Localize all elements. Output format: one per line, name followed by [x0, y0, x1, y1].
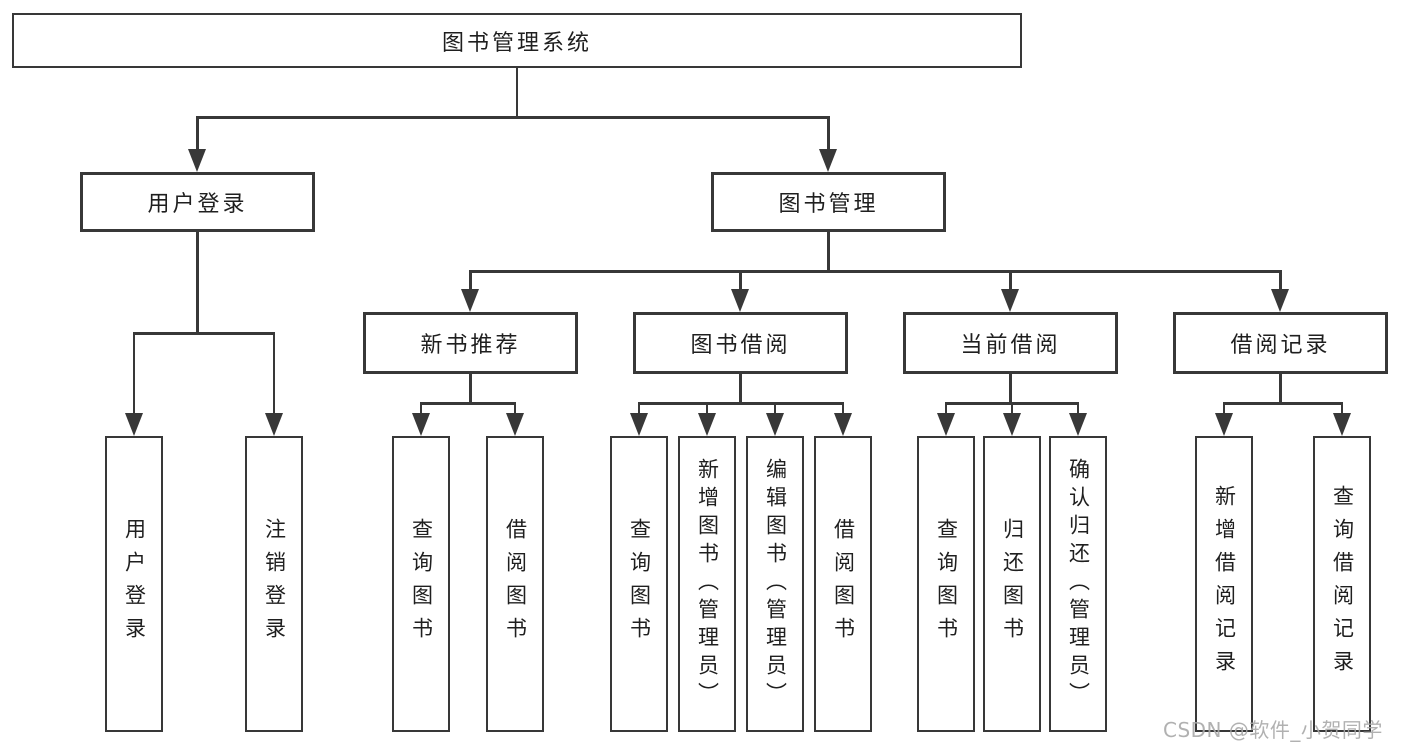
leaf-br-add-record: 新增借阅记录 — [1195, 436, 1253, 732]
leaf-bb-edit-books-admin-label: 编辑图书（管理员） — [763, 458, 788, 710]
leaf-bb-add-books-admin: 新增图书（管理员） — [678, 436, 736, 732]
node-book-mgmt: 图书管理 — [711, 172, 946, 232]
leaf-cb-return-books-label: 归还图书 — [1000, 518, 1025, 650]
connector-stub-bb-edit — [773, 402, 777, 415]
connector-user-login-vertical — [196, 230, 199, 334]
arrow-down-bb-borrow — [833, 413, 852, 436]
arrow-down-nb-query — [411, 413, 430, 436]
leaf-logout: 注销登录 — [245, 436, 303, 732]
leaf-bb-borrow-books-label: 借阅图书 — [831, 518, 856, 650]
arrow-down-book-borrow — [731, 289, 749, 312]
connector-current-borrow-vertical — [1009, 374, 1012, 404]
connector-stub-login-leaf — [132, 332, 136, 413]
node-book-borrow: 图书借阅 — [633, 312, 848, 374]
node-current-borrow: 当前借阅 — [903, 312, 1118, 374]
connector-borrow-records-vertical — [1279, 374, 1282, 404]
leaf-user-login-label: 用户登录 — [122, 518, 147, 650]
leaf-bb-borrow-books: 借阅图书 — [814, 436, 872, 732]
leaf-cb-query-books-label: 查询图书 — [934, 518, 959, 650]
connector-stub-nb-query — [419, 402, 423, 415]
connector-stub-nb-borrow — [513, 402, 517, 415]
leaf-br-query-record-label: 查询借阅记录 — [1330, 485, 1355, 683]
connector-new-book-rec-horizontal — [419, 402, 517, 405]
leaf-user-login: 用户登录 — [105, 436, 163, 732]
leaf-bb-add-books-admin-label: 新增图书（管理员） — [695, 458, 720, 710]
connector-stub-cb-return — [1010, 402, 1014, 415]
leaf-nb-borrow-books: 借阅图书 — [486, 436, 544, 732]
connector-user-login-horizontal — [132, 332, 276, 335]
arrow-down-user-login — [188, 149, 206, 172]
connector-stub-bb-query — [637, 402, 641, 415]
arrow-down-cb-confirm — [1068, 413, 1087, 436]
arrow-down-bb-edit — [765, 413, 784, 436]
node-new-book-rec: 新书推荐 — [363, 312, 578, 374]
connector-stub-br-add — [1222, 402, 1226, 415]
connector-level3-horizontal — [469, 270, 1282, 273]
connector-stub-bb-borrow — [841, 402, 845, 415]
connector-stub-logout-leaf — [272, 332, 276, 413]
arrow-down-bb-query — [629, 413, 648, 436]
arrow-down-logout-leaf — [264, 413, 283, 436]
connector-book-borrow-vertical — [739, 374, 742, 404]
connector-book-mgmt-vertical — [827, 230, 830, 272]
arrow-down-new-book-rec — [461, 289, 479, 312]
leaf-bb-query-books: 查询图书 — [610, 436, 668, 732]
connector-stub-cb-query — [944, 402, 948, 415]
connector-stub-borrow-records — [1279, 270, 1282, 290]
connector-stub-book-borrow — [739, 270, 742, 290]
leaf-nb-query-books: 查询图书 — [392, 436, 450, 732]
leaf-nb-borrow-books-label: 借阅图书 — [503, 518, 528, 650]
node-user-login-label: 用户登录 — [147, 192, 248, 217]
connector-stub-new-book-rec — [469, 270, 472, 290]
arrow-down-borrow-records — [1271, 289, 1289, 312]
leaf-nb-query-books-label: 查询图书 — [409, 518, 434, 650]
leaf-br-add-record-label: 新增借阅记录 — [1212, 485, 1237, 683]
connector-new-book-rec-vertical — [469, 374, 472, 404]
connector-stub-user-login — [196, 116, 199, 150]
node-current-borrow-label: 当前借阅 — [960, 333, 1061, 358]
leaf-cb-return-books: 归还图书 — [983, 436, 1041, 732]
node-book-borrow-label: 图书借阅 — [690, 333, 791, 358]
leaf-cb-confirm-return-admin: 确认归还（管理员） — [1049, 436, 1107, 732]
node-book-mgmt-label: 图书管理 — [778, 192, 879, 217]
arrow-down-nb-borrow — [505, 413, 524, 436]
node-root-label: 图书管理系统 — [441, 30, 592, 56]
leaf-logout-label: 注销登录 — [262, 518, 287, 650]
node-borrow-records: 借阅记录 — [1173, 312, 1388, 374]
connector-borrow-records-horizontal — [1222, 402, 1344, 405]
arrow-down-br-add — [1214, 413, 1233, 436]
connector-stub-bb-add — [705, 402, 709, 415]
csdn-watermark: CSDN @软件_小贺同学 — [1163, 718, 1383, 742]
node-borrow-records-label: 借阅记录 — [1230, 333, 1331, 358]
leaf-cb-query-books: 查询图书 — [917, 436, 975, 732]
node-root: 图书管理系统 — [12, 13, 1022, 68]
connector-root-vertical — [515, 68, 519, 118]
arrow-down-cb-query — [936, 413, 955, 436]
connector-stub-book-mgmt — [827, 116, 830, 150]
leaf-cb-confirm-return-admin-label: 确认归还（管理员） — [1066, 458, 1091, 710]
node-user-login: 用户登录 — [80, 172, 315, 232]
connector-stub-current-borrow — [1009, 270, 1012, 290]
connector-book-borrow-horizontal — [637, 402, 845, 405]
arrow-down-cb-return — [1002, 413, 1021, 436]
arrow-down-current-borrow — [1001, 289, 1019, 312]
node-new-book-rec-label: 新书推荐 — [420, 333, 521, 358]
arrow-down-br-query — [1332, 413, 1351, 436]
leaf-br-query-record: 查询借阅记录 — [1313, 436, 1371, 732]
leaf-bb-query-books-label: 查询图书 — [627, 518, 652, 650]
connector-stub-cb-confirm — [1076, 402, 1080, 415]
arrow-down-login-leaf — [124, 413, 143, 436]
arrow-down-bb-add — [697, 413, 716, 436]
leaf-bb-edit-books-admin: 编辑图书（管理员） — [746, 436, 804, 732]
arrow-down-book-mgmt — [819, 149, 837, 172]
connector-stub-br-query — [1340, 402, 1344, 415]
connector-level2-horizontal — [196, 116, 829, 119]
